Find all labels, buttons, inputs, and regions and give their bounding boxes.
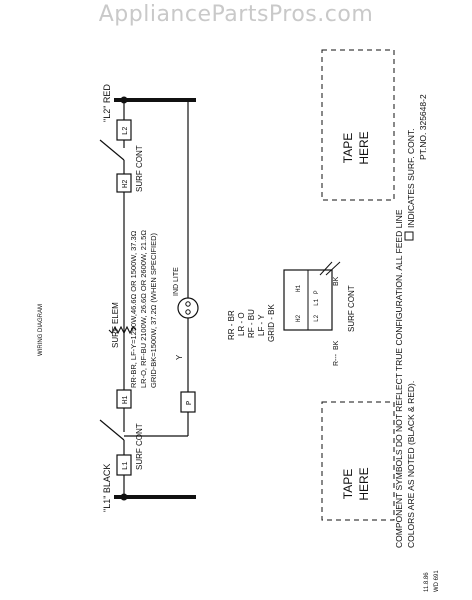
legend-switch-h1: H1	[295, 284, 302, 292]
rating-line-3: GRID-BK=1500W, 37.2Ω (WHEN SPECIFIED)	[149, 232, 158, 388]
surf-elem-resistor	[108, 325, 137, 335]
legend-bk-1: BK	[333, 276, 340, 286]
ind-lite-filament-b	[185, 309, 191, 315]
surf-cont-indicator-square	[404, 231, 414, 241]
legend-switch-l1: L1	[313, 298, 320, 306]
l2-box-label: L2	[122, 127, 130, 135]
tape-left-line-2: HERE	[357, 467, 371, 500]
l1-box-label: L1	[122, 462, 130, 470]
surf-cont-right-label: SURF CONT	[135, 145, 144, 192]
legend-switch-l2: L2	[313, 314, 320, 322]
legend-surf-cont: SURF CONT	[347, 285, 356, 332]
legend-switch-p: P	[313, 290, 320, 294]
l2-label: "L2" RED	[102, 84, 112, 122]
note-line-1: COMPONENT SYMBOLS DO NOT REFLECT TRUE CO…	[394, 209, 404, 548]
wire-y-label: Y	[175, 354, 184, 360]
legend-code-lr: LR - O	[237, 312, 246, 336]
legend-code-rf: RF - BU	[247, 309, 256, 338]
ind-lite-label: IND LITE	[173, 267, 180, 296]
l1-label: "L1" BLACK	[102, 464, 112, 512]
note-line-2: COLORS ARE AS NOTED (BLACK & RED).	[406, 381, 416, 548]
part-number: PT.NO. 325648-2	[418, 94, 428, 160]
surf-cont-left-label: SURF CONT	[135, 423, 144, 470]
legend-code-grid: GRID - BK	[267, 304, 276, 342]
legend-bk-2: BK	[333, 340, 340, 350]
ind-lite-lamp	[177, 297, 199, 319]
tape-right-line-1: TAPE	[341, 133, 355, 163]
surf-elem-label: SURF ELEM	[111, 302, 120, 348]
right-switch-arm	[99, 139, 125, 161]
legend-r-label: R---	[333, 353, 340, 366]
watermark: AppliancePartsPros.com	[98, 2, 374, 27]
rating-line-2: LR-O, RF-BU 2100W, 26.6Ω OR 2600W, 21.5Ω	[139, 230, 148, 388]
rating-line-1: RR-BR, LF-Y=1250W,46.6Ω OR 1500W, 37.3Ω	[129, 230, 138, 388]
tape-right-box	[321, 49, 395, 201]
p-box-label: P	[186, 401, 194, 405]
h1-box-label: H1	[122, 396, 130, 404]
footer-date: 11.8.86	[424, 572, 430, 592]
tape-right-line-2: HERE	[357, 131, 371, 164]
tape-left-box	[321, 401, 395, 521]
h2-box-label: H2	[122, 180, 130, 188]
legend-switch-h2: H2	[295, 314, 302, 322]
left-switch-arm	[99, 419, 125, 441]
legend-arrow-2	[325, 261, 341, 276]
legend-arrow-1	[319, 261, 333, 276]
ind-lite-filament-a	[185, 301, 191, 307]
tape-left-line-1: TAPE	[341, 469, 355, 499]
legend-code-rr: RR - BR	[227, 310, 236, 340]
diagram-title: WIRING DIAGRAM	[38, 304, 44, 356]
footer-code: WD 691	[434, 570, 440, 592]
note-line-3: INDICATES SURF. CONT.	[406, 129, 416, 229]
legend-code-lf: LF - Y	[257, 314, 266, 336]
